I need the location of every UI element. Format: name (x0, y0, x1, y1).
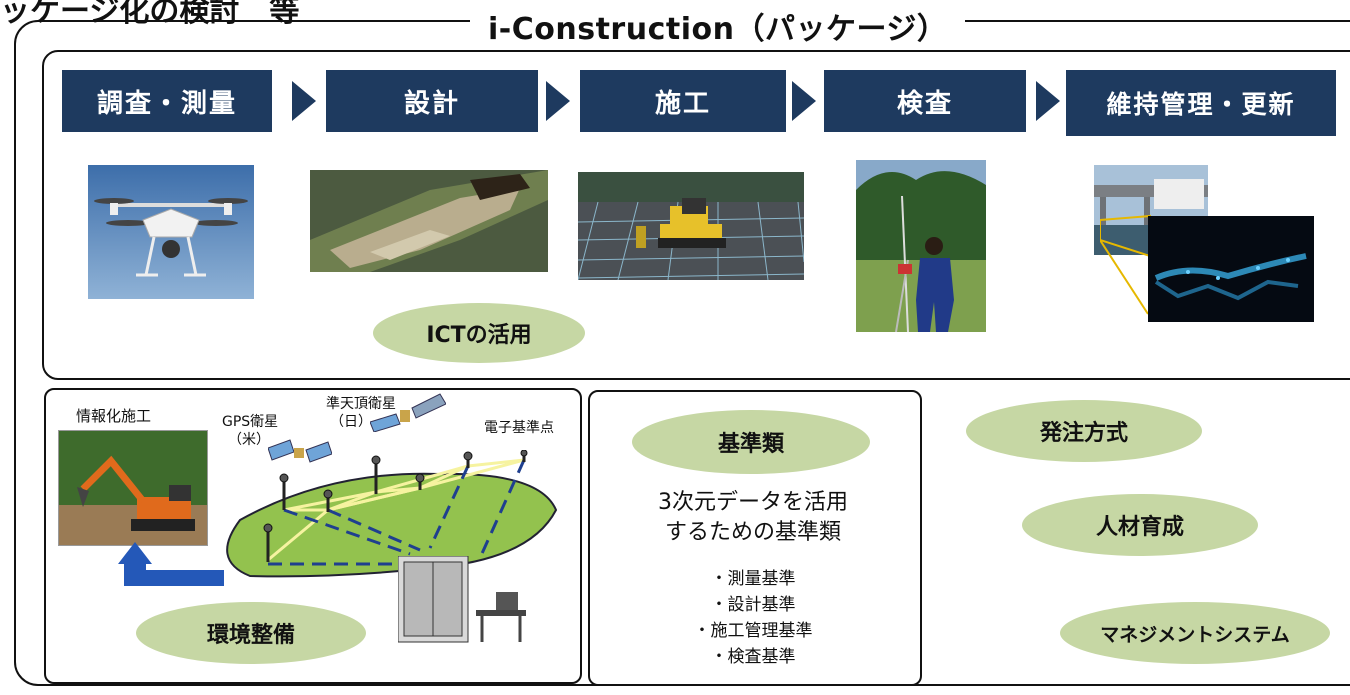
ict-oval: ICTの活用 (373, 303, 585, 363)
gps-satellite-icon (268, 439, 332, 463)
excavator-photo (58, 430, 208, 546)
stage-arrow-3 (792, 81, 816, 121)
environment-oval: 環境整備 (136, 602, 366, 664)
standards-description-line1: 3次元データを活用 (658, 490, 848, 515)
stage-maintenance: 維持管理・更新 (1066, 70, 1336, 136)
standards-item-survey: ・測量基準 (710, 569, 796, 589)
management-system-oval: マネジメントシステム (1060, 602, 1330, 664)
stage-survey: 調査・測量 (62, 70, 272, 132)
feedback-arrow (118, 542, 224, 586)
reference-point-label: 電子基準点 (484, 420, 554, 436)
drone-photo (88, 165, 254, 299)
network-ground-illustration (226, 450, 558, 578)
inspection-photo (856, 160, 986, 332)
bulldozer-photo (578, 172, 804, 280)
qzss-satellite-label: 準天頂衛星 (326, 396, 396, 412)
info-construction-label: 情報化施工 (76, 407, 152, 425)
stage-arrow-4 (1036, 81, 1060, 121)
terrain-model-photo (310, 170, 548, 272)
gps-satellite-label: GPS衛星 (222, 414, 279, 430)
point-cloud-image (1148, 216, 1314, 322)
standards-item-inspection: ・検査基準 (710, 647, 796, 667)
stage-arrow-1 (292, 81, 316, 121)
standards-item-design: ・設計基準 (710, 595, 796, 615)
standards-description-line2: するための基準類 (664, 520, 841, 545)
human-resources-oval: 人材育成 (1022, 494, 1258, 556)
package-title: i-Construction（パッケージ） (470, 4, 966, 48)
gps-country-label: （米） (228, 432, 270, 448)
standards-item-construction: ・施工管理基準 (693, 621, 813, 641)
standards-oval: 基準類 (632, 410, 870, 474)
qzss-satellite-icon (370, 393, 446, 432)
standards-list: ・測量基準 ・設計基準 ・施工管理基準 ・検査基準 (588, 566, 918, 670)
standards-description: 3次元データを活用 するための基準類 (588, 488, 918, 548)
stage-construction: 施工 (580, 70, 786, 132)
server-desk-illustration (398, 556, 526, 643)
top-left-heading-fragment: ッケージ化の検討 等 (0, 0, 300, 29)
qzss-country-label: （日） (330, 414, 372, 430)
stage-inspection: 検査 (824, 70, 1026, 132)
stage-design: 設計 (326, 70, 538, 132)
stage-arrow-2 (546, 81, 570, 121)
ordering-method-oval: 発注方式 (966, 400, 1202, 462)
